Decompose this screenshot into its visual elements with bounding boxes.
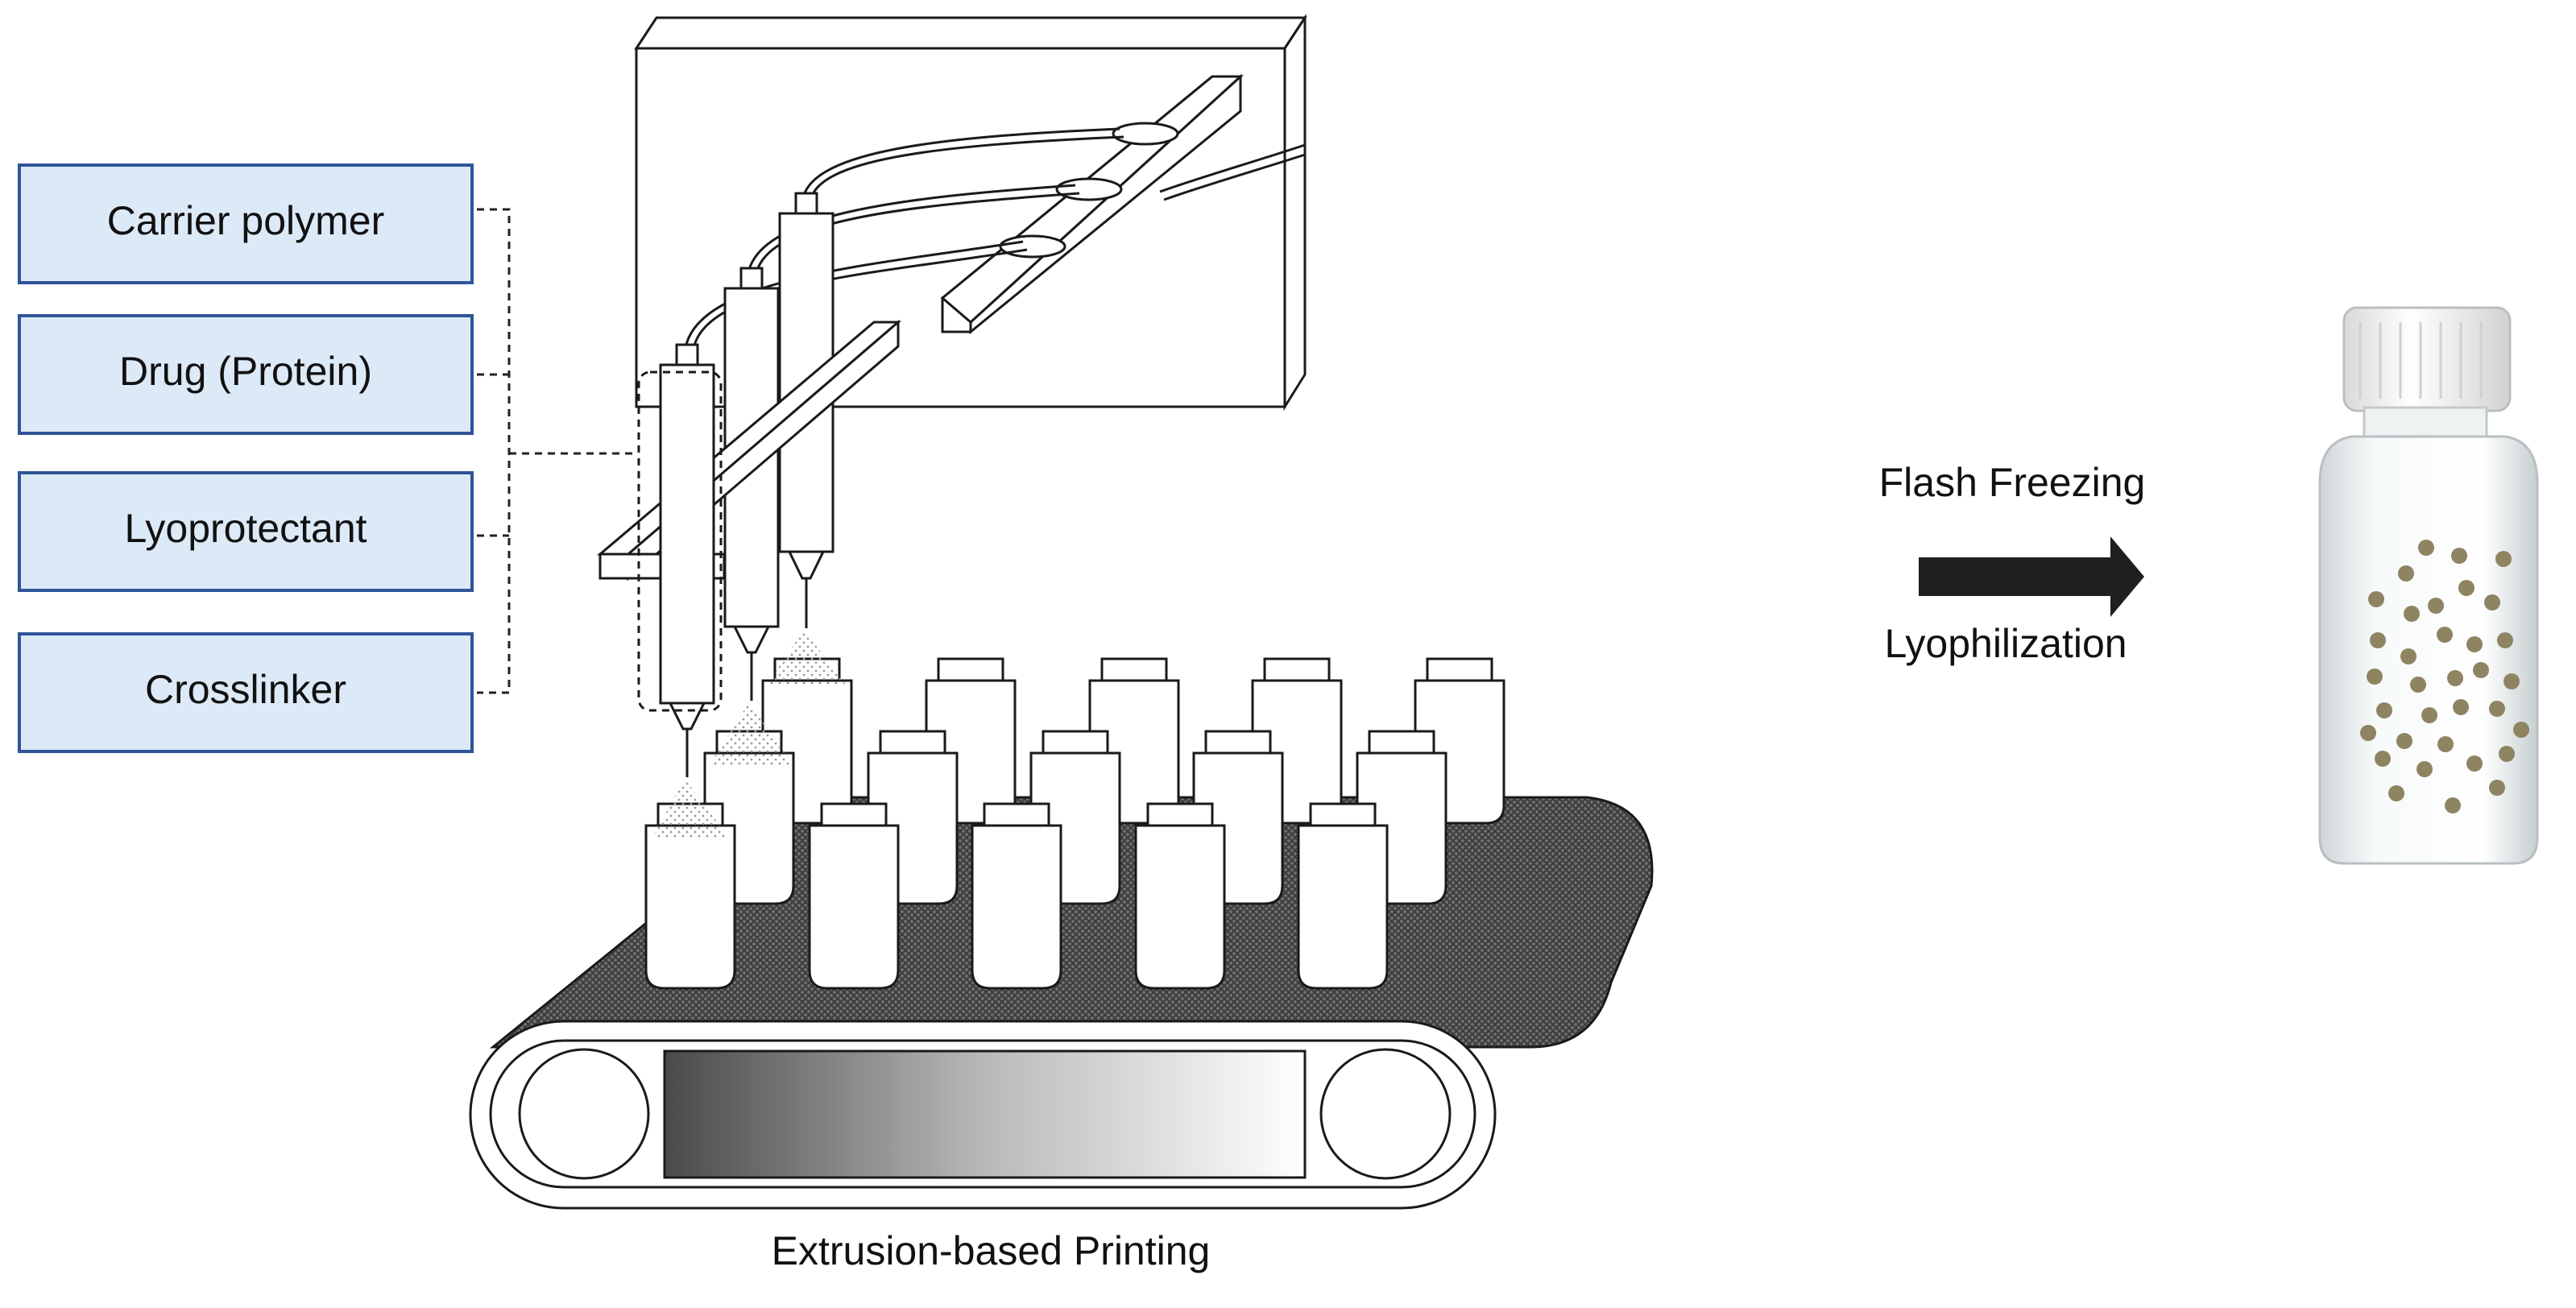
bead: [2418, 540, 2434, 556]
bead: [2404, 606, 2420, 622]
bead: [2428, 598, 2444, 614]
active-printhead-highlight: [637, 370, 723, 712]
ingredient-label: Lyoprotectant: [124, 506, 367, 551]
ingredient-box-lyoprotectant: Lyoprotectant: [18, 471, 474, 592]
bead: [2489, 701, 2505, 717]
printer-back-panel: [634, 16, 1307, 50]
box-background: [18, 471, 474, 592]
spray-cones: [652, 630, 846, 838]
ingredient-list: Carrier polymer Drug (Protein) Lyoprotec…: [18, 164, 474, 753]
belt-side-panel: [663, 1049, 1307, 1179]
flash-freezing-label: Flash Freezing: [1879, 460, 2146, 505]
bead: [2453, 699, 2469, 715]
spray-cone: [709, 702, 793, 765]
bead: [2497, 632, 2513, 648]
belt-vials: [644, 657, 1505, 990]
bead: [2437, 627, 2453, 643]
ingredient-box-carrier-polymer: Carrier polymer: [18, 164, 474, 284]
ingredient-label: Carrier polymer: [107, 198, 385, 243]
bead: [2484, 594, 2500, 611]
vial-body: [2318, 435, 2539, 865]
bead: [2370, 632, 2386, 648]
belt-vial: [1297, 802, 1389, 990]
bead: [2451, 548, 2467, 564]
bead: [2376, 702, 2392, 718]
bead: [2410, 677, 2426, 693]
ingredient-label: Crosslinker: [145, 667, 346, 712]
bead: [2421, 707, 2437, 723]
bead: [2445, 797, 2461, 813]
bead: [2513, 722, 2529, 738]
belt-roller-left: [518, 1048, 650, 1180]
box-background: [18, 164, 474, 284]
bead: [2473, 662, 2489, 678]
bead: [2495, 551, 2512, 567]
ingredient-box-crosslinker: Crosslinker: [18, 632, 474, 753]
extrusion-printer: [596, 13, 1307, 777]
product-vial: [2318, 306, 2539, 865]
syringe-front: [659, 343, 715, 777]
belt-vial: [1134, 802, 1226, 990]
reservoir-rack: [940, 73, 1244, 335]
belt-vial: [971, 802, 1062, 990]
ingredient-box-drug-protein: Drug (Protein): [18, 314, 474, 435]
reservoir-port: [1055, 177, 1123, 201]
process-arrow: [1919, 536, 2144, 617]
bead: [2437, 736, 2454, 752]
bead: [2489, 780, 2505, 796]
spray-cone: [652, 779, 729, 838]
bead: [2504, 673, 2520, 689]
bead: [2466, 755, 2483, 772]
lyophilization-label: Lyophilization: [1884, 621, 2127, 666]
reservoir-port: [999, 234, 1066, 259]
reservoir-port: [1112, 122, 1179, 146]
bead: [2499, 746, 2515, 762]
belt-vial: [808, 802, 900, 990]
bead: [2360, 725, 2376, 741]
lyophilized-beads: [2360, 540, 2529, 813]
bead: [2375, 751, 2391, 767]
bead: [2388, 785, 2404, 801]
spray-cone: [767, 630, 846, 685]
belt-roller-right: [1319, 1048, 1452, 1180]
bead: [2447, 670, 2463, 686]
printing-caption: Extrusion-based Printing: [772, 1228, 1211, 1273]
process-step: Flash Freezing Lyophilization: [1879, 460, 2146, 666]
bead: [2367, 668, 2383, 685]
vial-neck: [2363, 406, 2488, 438]
bead: [2400, 648, 2417, 664]
bead: [2417, 761, 2433, 777]
vial-cap: [2342, 306, 2512, 412]
bead: [2368, 591, 2384, 607]
bead: [2398, 565, 2414, 582]
bead: [2458, 580, 2475, 596]
ingredient-label: Drug (Protein): [119, 349, 372, 394]
ingredient-connector-bracket: [477, 208, 636, 694]
box-background: [18, 314, 474, 435]
bead: [2466, 636, 2483, 652]
bead: [2396, 733, 2412, 749]
box-background: [18, 632, 474, 753]
